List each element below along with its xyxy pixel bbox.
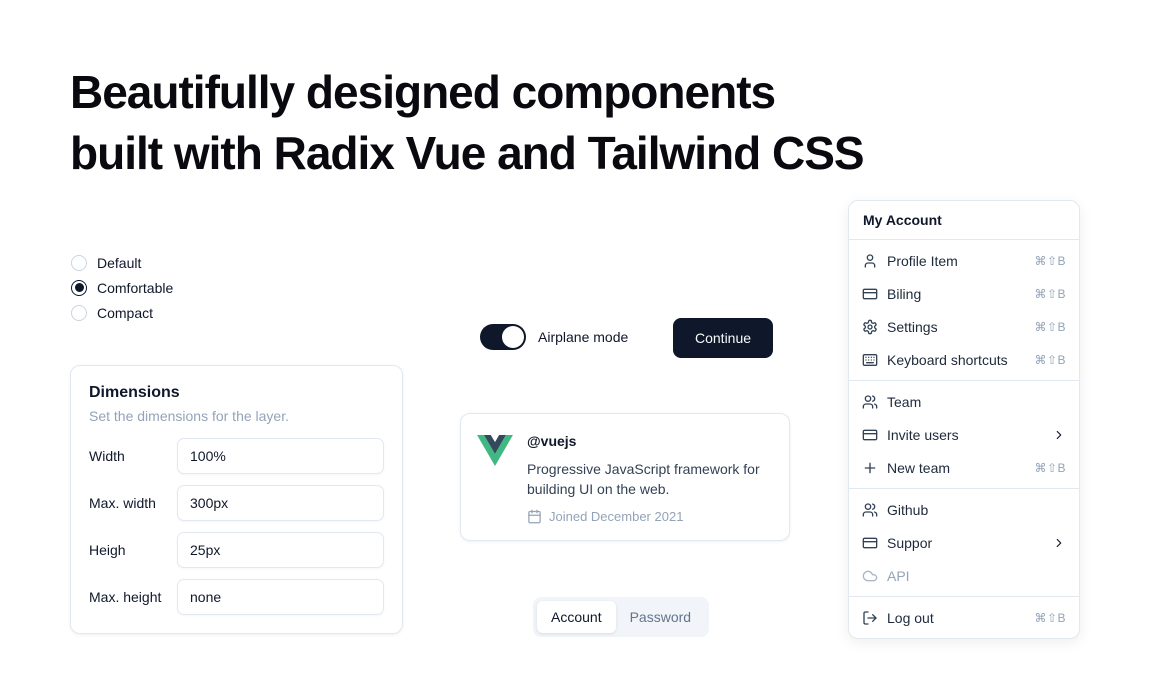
- shortcut-badge: ⌘⇧B: [1034, 286, 1066, 301]
- menu-group-external: Github Suppor API: [849, 489, 1079, 597]
- credit-card-icon: [862, 288, 878, 299]
- calendar-icon: [528, 509, 541, 524]
- tab-password[interactable]: Password: [616, 601, 705, 633]
- max-width-input[interactable]: [177, 485, 384, 521]
- height-input[interactable]: [177, 532, 384, 568]
- vuejs-card: @vuejs Progressive JavaScript framework …: [460, 413, 790, 541]
- width-input[interactable]: [177, 438, 384, 474]
- radio-label: Compact: [97, 304, 154, 321]
- menu-item-keyboard-shortcuts[interactable]: Keyboard shortcuts ⌘⇧B: [849, 343, 1079, 376]
- field-row-max-width: Max. width: [89, 485, 384, 521]
- switch-thumb: [502, 326, 524, 348]
- radio-circle-checked-icon: [71, 279, 87, 296]
- plus-icon: [864, 462, 876, 473]
- menu-title: My Account: [849, 201, 1079, 240]
- menu-item-github[interactable]: Github: [849, 493, 1079, 526]
- cloud-icon: [862, 570, 878, 581]
- menu-item-invite-users[interactable]: Invite users: [849, 418, 1079, 451]
- radio-circle-icon: [71, 254, 87, 271]
- dimensions-card-title: Dimensions: [89, 384, 180, 401]
- airplane-mode-switch[interactable]: [480, 324, 526, 350]
- radio-option-default[interactable]: Default: [71, 250, 173, 275]
- max-height-label: Max. height: [89, 589, 162, 605]
- profile-user-icon: [864, 253, 876, 268]
- height-label: Heigh: [89, 542, 126, 558]
- dimensions-card: Dimensions Set the dimensions for the la…: [70, 365, 403, 634]
- shortcut-badge: ⌘⇧B: [1034, 352, 1066, 367]
- menu-item-profile[interactable]: Profile Item ⌘⇧B: [849, 244, 1079, 277]
- page-title: Beautifully designed components built wi…: [70, 62, 865, 184]
- field-row-width: Width: [89, 438, 384, 474]
- shortcut-badge: ⌘⇧B: [1034, 610, 1066, 625]
- shortcut-badge: ⌘⇧B: [1034, 319, 1066, 334]
- shortcut-badge: ⌘⇧B: [1034, 253, 1066, 268]
- support-icon: [862, 537, 878, 548]
- vuejs-handle: @vuejs: [527, 433, 577, 449]
- vuejs-description: Progressive JavaScript framework for bui…: [527, 461, 760, 497]
- menu-item-billing[interactable]: Biling ⌘⇧B: [849, 277, 1079, 310]
- width-label: Width: [89, 448, 125, 464]
- radio-label: Comfortable: [97, 279, 174, 296]
- airplane-mode-row: Airplane mode: [480, 324, 628, 350]
- users-icon: [862, 394, 878, 409]
- dimensions-card-subtitle: Set the dimensions for the layer.: [89, 408, 289, 424]
- my-account-menu: My Account Profile Item ⌘⇧B Biling ⌘⇧B S…: [848, 200, 1080, 639]
- radio-circle-icon: [71, 304, 87, 321]
- menu-item-new-team[interactable]: New team ⌘⇧B: [849, 451, 1079, 484]
- page-title-line2: built with Radix Vue and Tailwind CSS: [70, 127, 865, 179]
- airplane-mode-label: Airplane mode: [538, 329, 629, 345]
- account-password-tabs: Account Password: [533, 597, 710, 637]
- radio-option-comfortable[interactable]: Comfortable: [71, 275, 173, 300]
- max-width-label: Max. width: [89, 495, 156, 511]
- vuejs-joined-row: Joined December 2021: [527, 509, 773, 524]
- invite-users-icon: [862, 429, 878, 440]
- menu-group-logout: Log out ⌘⇧B: [849, 597, 1079, 638]
- vuejs-joined-text: Joined December 2021: [549, 509, 684, 524]
- shortcut-badge: ⌘⇧B: [1034, 460, 1066, 475]
- menu-item-team[interactable]: Team: [849, 385, 1079, 418]
- field-row-max-height: Max. height: [89, 579, 384, 615]
- max-height-input[interactable]: [177, 579, 384, 615]
- tab-account[interactable]: Account: [537, 601, 616, 633]
- logout-icon: [863, 610, 877, 625]
- chevron-right-icon: [1056, 538, 1062, 547]
- field-row-height: Heigh: [89, 532, 384, 568]
- github-icon: [862, 502, 878, 517]
- menu-item-support[interactable]: Suppor: [849, 526, 1079, 559]
- vue-logo-icon: [477, 435, 513, 466]
- gear-icon: [863, 319, 877, 334]
- continue-button[interactable]: Continue: [673, 318, 774, 358]
- density-radio-group: Default Comfortable Compact: [71, 250, 173, 325]
- menu-item-settings[interactable]: Settings ⌘⇧B: [849, 310, 1079, 343]
- radio-option-compact[interactable]: Compact: [71, 300, 173, 325]
- chevron-right-icon: [1056, 430, 1062, 439]
- menu-item-log-out[interactable]: Log out ⌘⇧B: [849, 601, 1079, 634]
- radio-label: Default: [97, 254, 142, 271]
- menu-group-profile: Profile Item ⌘⇧B Biling ⌘⇧B Settings ⌘⇧B…: [849, 240, 1079, 381]
- page-title-line1: Beautifully designed components: [70, 66, 776, 118]
- menu-item-api: API: [849, 559, 1079, 592]
- vuejs-card-body: @vuejs Progressive JavaScript framework …: [527, 430, 773, 524]
- menu-group-team: Team Invite users New team ⌘⇧B: [849, 381, 1079, 489]
- dimensions-fields: Width Max. width Heigh Max. height: [89, 438, 384, 615]
- keyboard-icon: [862, 353, 878, 366]
